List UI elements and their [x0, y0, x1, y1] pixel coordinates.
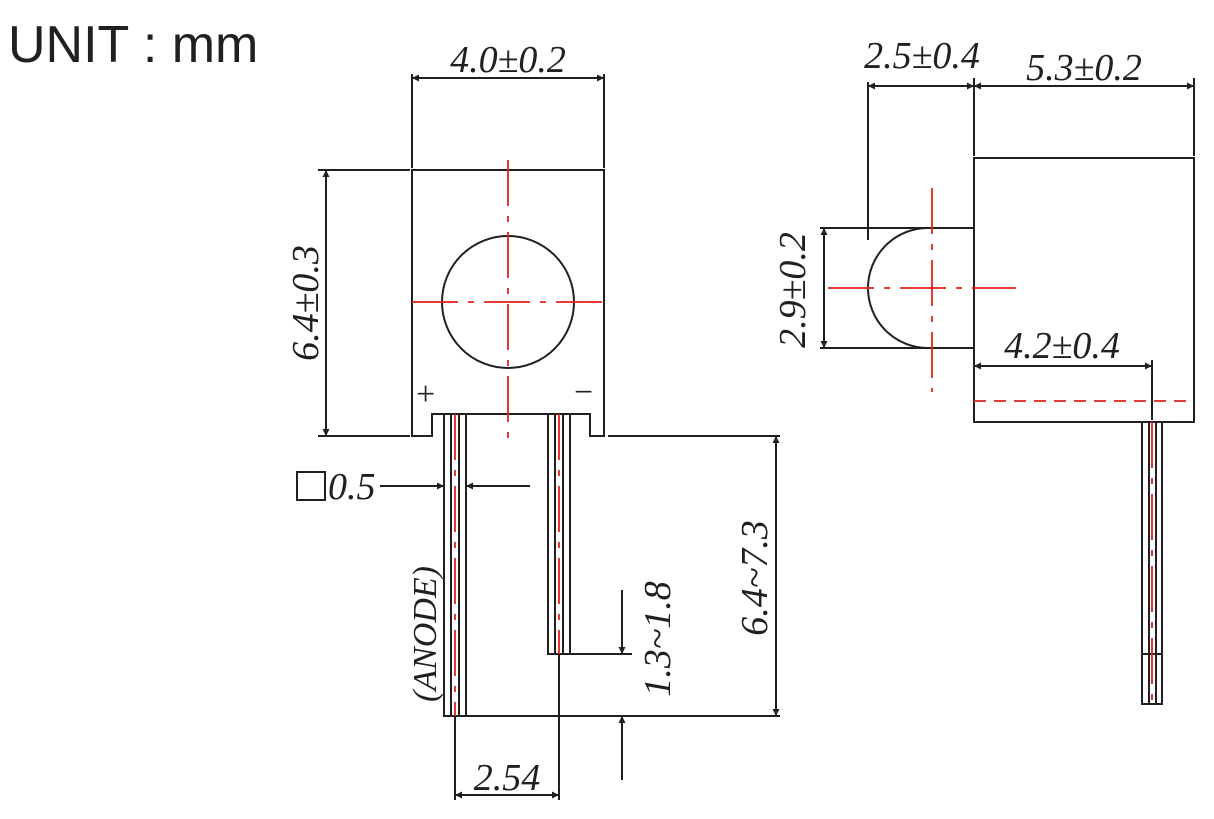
body-depth-dim: 5.3±0.2 — [1026, 47, 1142, 89]
anode-label: (ANODE) — [407, 566, 444, 702]
lens-offset-dim: 2.5±0.4 — [864, 35, 980, 77]
lead-square-dim: 0.5 — [328, 466, 376, 508]
lead-length-dim: 6.4~7.3 — [734, 520, 776, 636]
body-width-dim: 4.0±0.2 — [450, 39, 566, 81]
front-view: + − (ANODE) 4.0±0.2 6.4±0.3 0.5 2.54 1.3… — [285, 39, 780, 800]
plus-mark: + — [416, 376, 435, 413]
square-symbol — [296, 471, 326, 501]
lens-center-height-dim: 4.2±0.4 — [1004, 325, 1120, 367]
side-view: 2.5±0.4 5.3±0.2 2.9±0.2 4.2±0.4 — [772, 35, 1195, 705]
lens-diameter-dim: 2.9±0.2 — [772, 232, 814, 348]
body-height-dim: 6.4±0.3 — [285, 245, 327, 361]
front-body-outline — [411, 169, 605, 437]
side-body-outline — [973, 157, 1195, 423]
minus-mark: − — [574, 374, 593, 411]
lead-offset-dim: 1.3~1.8 — [637, 581, 679, 697]
unit-label: UNIT : mm — [8, 16, 258, 74]
lead-pitch-dim: 2.54 — [474, 757, 541, 799]
